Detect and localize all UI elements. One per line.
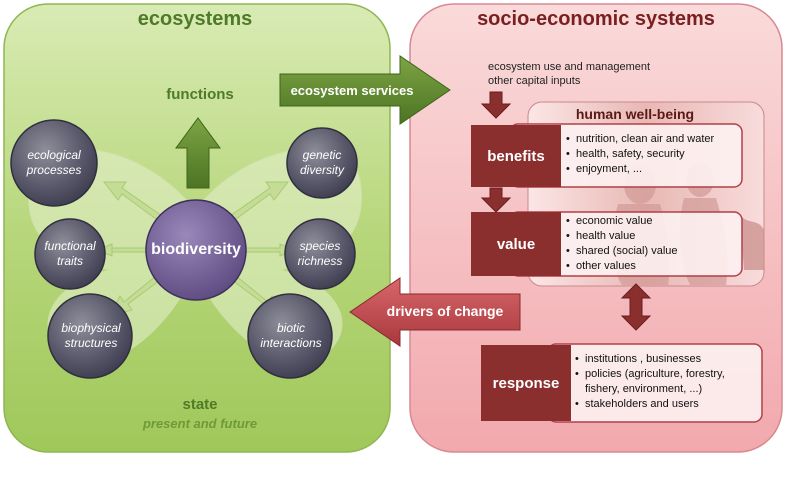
genetic-diversity-circle xyxy=(286,127,358,199)
list-item: stakeholders and users xyxy=(575,397,725,412)
list-item: other values xyxy=(566,259,678,274)
drivers-of-change-label: drivers of change xyxy=(386,303,504,319)
inputs-text: ecosystem use and management other capit… xyxy=(488,60,650,88)
response-label: response xyxy=(492,374,560,392)
ecosystem-services-label: ecosystem services xyxy=(290,82,414,98)
benefits-list: nutrition, clean air and water health, s… xyxy=(566,132,714,177)
genetic-diversity-label: genetic diversity xyxy=(299,148,344,177)
list-item: nutrition, clean air and water xyxy=(566,132,714,147)
inputs-down-arrow xyxy=(480,91,512,119)
inputs-line-2: other capital inputs xyxy=(488,75,581,87)
state-sublabel: present and future xyxy=(142,416,258,431)
ecological-processes-circle xyxy=(10,119,98,207)
drivers-of-change-arrow xyxy=(349,277,521,347)
ecosystems-title: ecosystems xyxy=(137,8,253,30)
biophysical-structures-label: biophysical structures xyxy=(61,321,121,350)
list-item: economic value xyxy=(566,214,678,229)
state-label: state xyxy=(182,396,218,413)
ecosystem-services-arrow xyxy=(279,55,451,125)
list-item: institutions , businesses xyxy=(575,352,725,367)
list-item: policies (agriculture, forestry, xyxy=(575,367,725,382)
list-item-continuation-text: fishery, environment, ...) xyxy=(585,383,703,395)
value-label: value xyxy=(496,235,536,253)
functions-arrow xyxy=(175,117,221,189)
inputs-line-1: ecosystem use and management xyxy=(488,61,651,73)
functions-label: functions xyxy=(166,86,234,103)
list-item: enjoyment, ... xyxy=(566,162,714,177)
human-wellbeing-title: human well-being xyxy=(575,106,695,122)
list-item: health value xyxy=(566,229,678,244)
functional-traits-label: functional traits xyxy=(44,239,96,268)
biodiversity-circle xyxy=(145,199,247,301)
biotic-interactions-circle xyxy=(247,293,333,379)
list-item: shared (social) value xyxy=(566,244,678,259)
list-item: health, safety, security xyxy=(566,147,714,162)
benefits-box xyxy=(471,125,561,187)
response-list: institutions , businesses policies (agri… xyxy=(575,352,725,412)
biophysical-structures-circle xyxy=(47,293,133,379)
biotic-interactions-label: biotic interactions xyxy=(260,321,322,350)
species-richness-label: species richness xyxy=(297,239,343,268)
functional-traits-circle xyxy=(34,218,106,290)
biodiversity-label: biodiversity xyxy=(151,241,241,258)
ecological-processes-label: ecological processes xyxy=(26,148,82,177)
response-box xyxy=(481,345,571,421)
value-list: economic value health value shared (soci… xyxy=(566,214,678,274)
species-richness-circle xyxy=(284,218,356,290)
value-box xyxy=(471,212,561,276)
list-item-continuation: fishery, environment, ...) xyxy=(575,382,725,397)
socio-title: socio-economic systems xyxy=(477,8,715,30)
benefits-label: benefits xyxy=(487,147,545,165)
value-response-double-arrow xyxy=(620,283,652,331)
benefits-value-arrow xyxy=(480,187,512,213)
